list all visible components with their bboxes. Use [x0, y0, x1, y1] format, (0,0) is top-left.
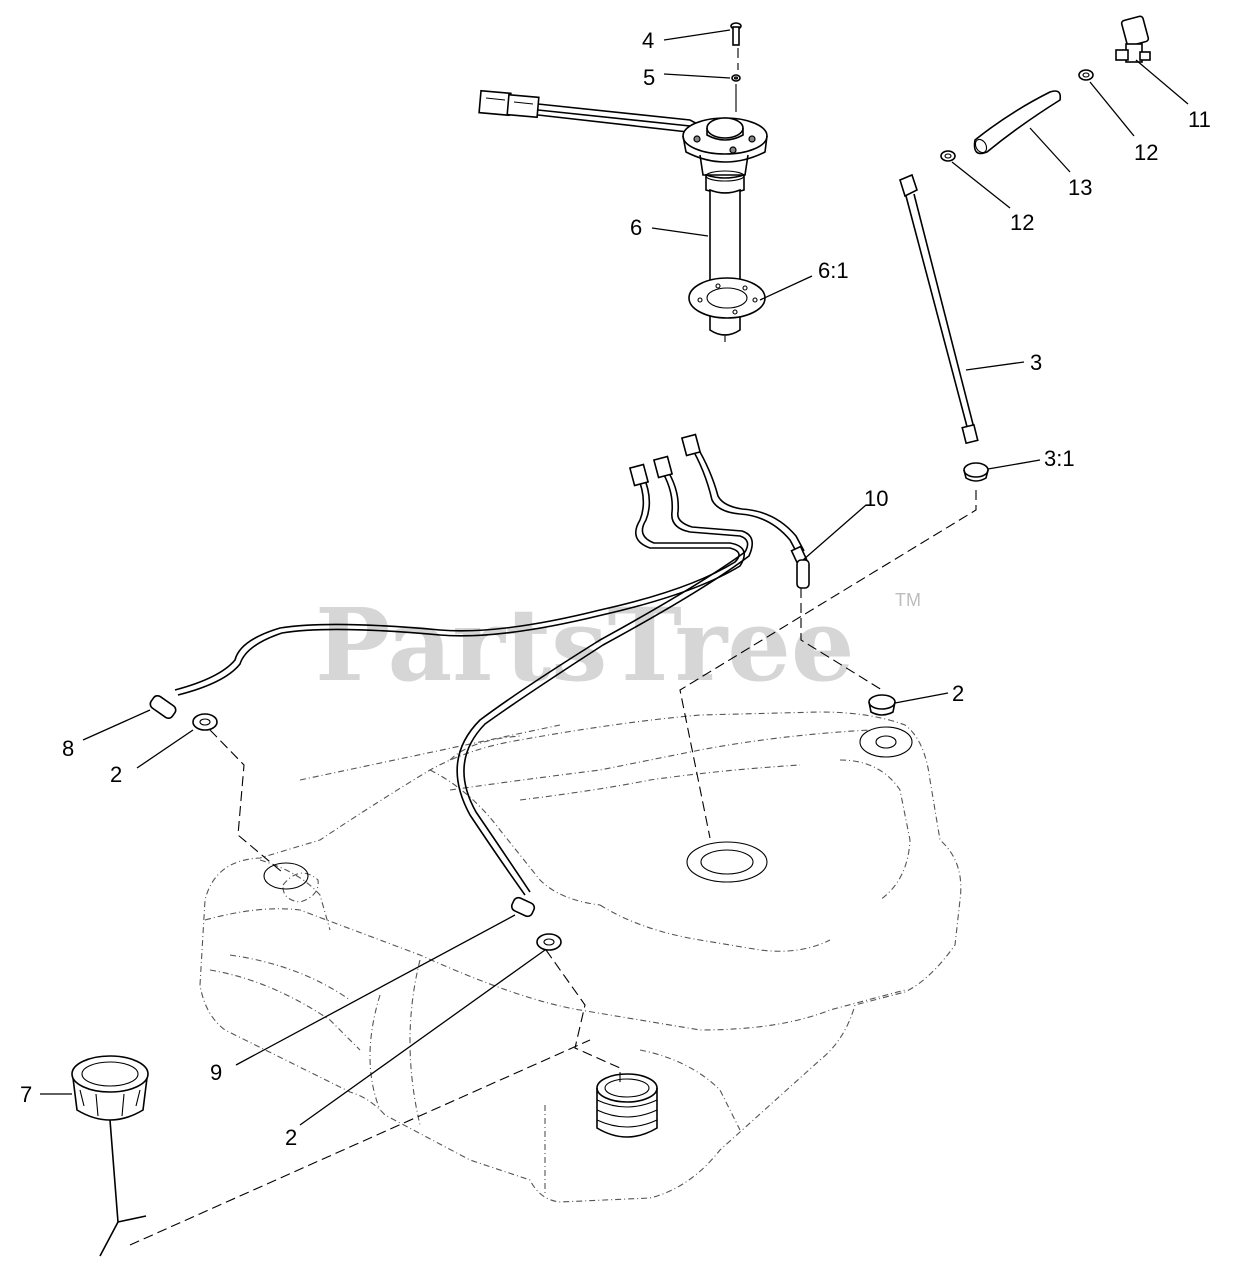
assembly-lines — [129, 48, 977, 1246]
callout-9: 9 — [210, 1060, 222, 1085]
callout-10: 10 — [864, 486, 888, 511]
callout-8: 8 — [62, 736, 74, 761]
shutoff-valve-part-11 — [1115, 15, 1151, 63]
elbow-part-10 — [790, 545, 810, 589]
fuel-hose-part-13 — [973, 90, 1062, 155]
callout-2-left: 2 — [110, 762, 122, 787]
fuel-cap-part-7 — [71, 1055, 149, 1257]
washer-part-5 — [731, 74, 741, 112]
callout-7: 7 — [20, 1082, 32, 1107]
callout-3: 3 — [1030, 350, 1042, 375]
callout-13: 13 — [1068, 175, 1092, 200]
callout-6: 6 — [630, 215, 642, 240]
callout-11: 11 — [1188, 107, 1211, 132]
callout-6-1: 6:1 — [818, 258, 849, 283]
elbow-part-9 — [510, 896, 536, 918]
callout-5: 5 — [643, 65, 655, 90]
callout-12-lower: 12 — [1010, 210, 1034, 235]
grommet-part-2-left — [192, 713, 218, 731]
grommet-part-3-1 — [963, 462, 989, 482]
grommet-part-2-center — [536, 933, 562, 951]
fuel-tank — [199, 711, 962, 1203]
callouts: 4 5 6 6:1 3 3:1 11 12 12 13 10 2 2 2 8 9… — [20, 28, 1211, 1150]
leader-lines — [40, 29, 1189, 1126]
callout-4: 4 — [642, 28, 654, 53]
callout-3-1: 3:1 — [1044, 446, 1075, 471]
fill-neck — [596, 1073, 658, 1138]
clamp-part-12-lower — [940, 150, 956, 162]
callout-2-center: 2 — [285, 1125, 297, 1150]
grommet-part-2-right — [868, 694, 896, 716]
callout-2-right: 2 — [952, 681, 964, 706]
gasket-part-6-1 — [688, 277, 766, 319]
watermark-trademark: TM — [895, 590, 921, 610]
fuel-lines — [174, 433, 805, 896]
clamp-part-12-upper — [1078, 69, 1094, 81]
watermark-text: PartsTree — [315, 586, 855, 704]
screw-part-4 — [730, 22, 742, 46]
elbow-part-8 — [149, 694, 177, 720]
callout-12-upper: 12 — [1134, 140, 1158, 165]
pickup-tube-part-3 — [899, 173, 979, 445]
